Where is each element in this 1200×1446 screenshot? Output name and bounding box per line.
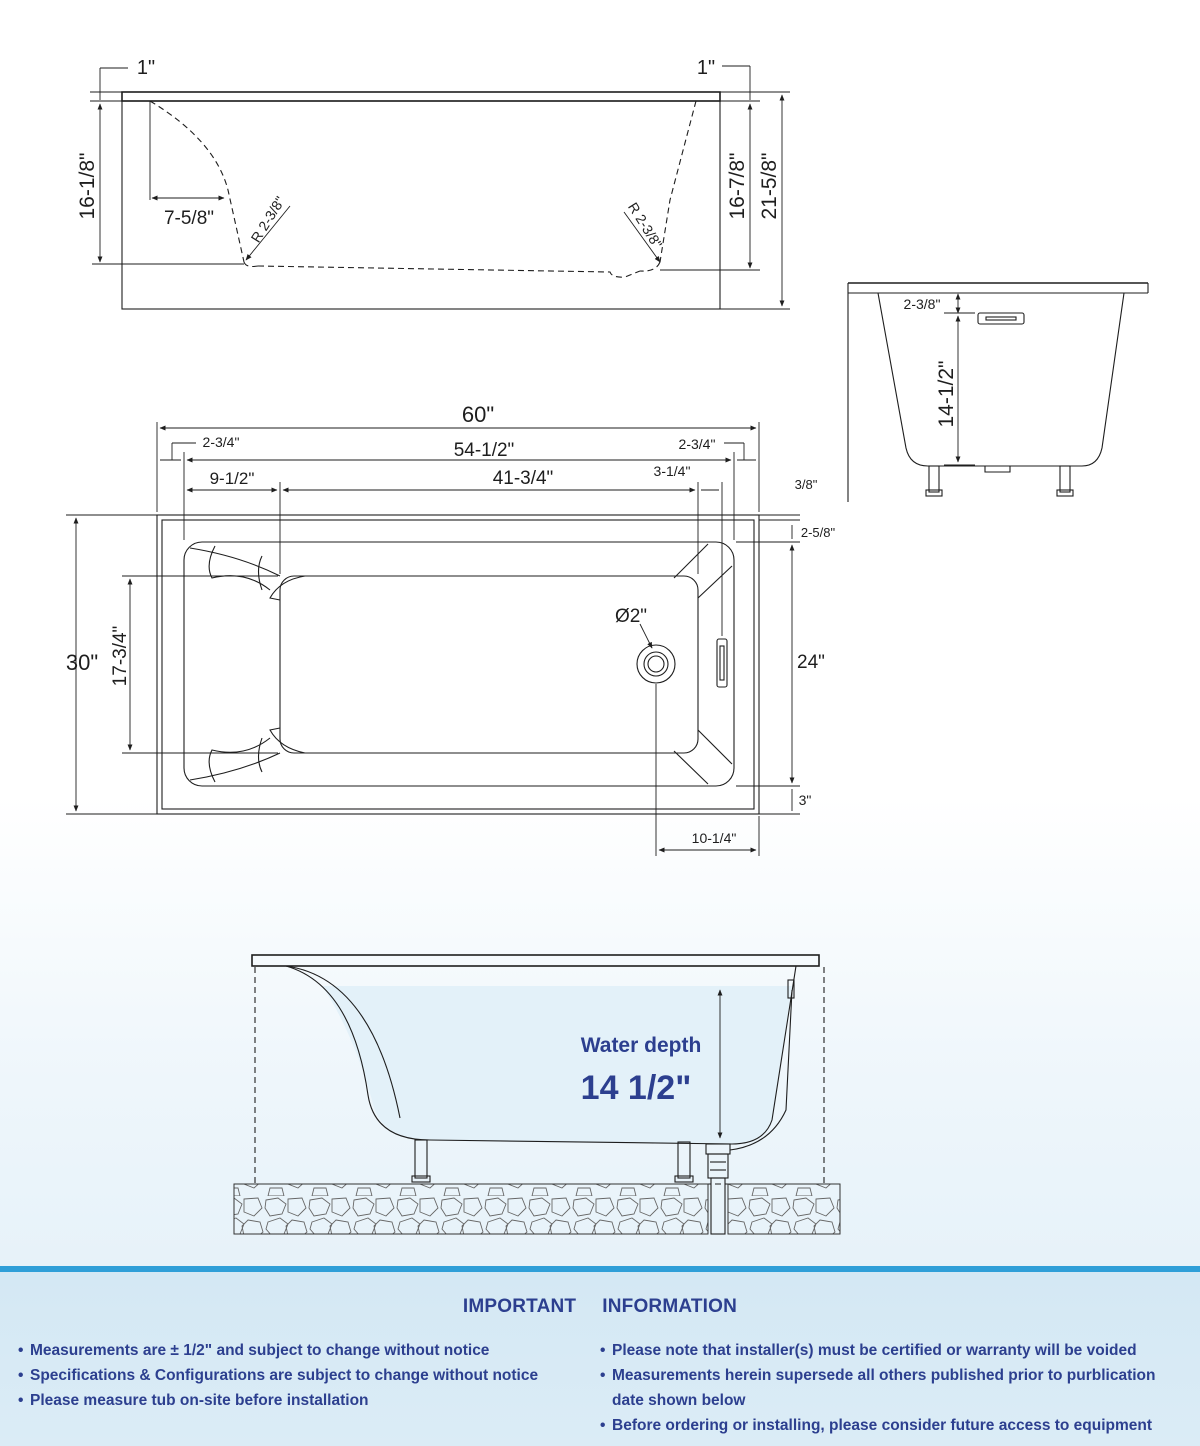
note-item: Before ordering or installing, please co… xyxy=(600,1413,1190,1438)
front-elevation: 1" 1" 16-1/8" 7-5/8" R 2-3/8" R 2-3/8" 1… xyxy=(76,57,790,310)
dim-floor-width: 17-3/4" xyxy=(110,626,131,687)
dim-drain-offset: 10-1/4" xyxy=(692,830,737,846)
dim-drain-diameter: Ø2" xyxy=(615,606,647,627)
dim-rim-top: 2-5/8" xyxy=(801,525,836,540)
dim-inner-offset: 7-5/8" xyxy=(164,208,214,229)
stone-floor-left xyxy=(233,1183,709,1235)
dim-right-rim: 2-3/4" xyxy=(679,436,716,452)
dim-inner-width: 24" xyxy=(797,652,825,673)
dim-backrest: 9-1/2" xyxy=(210,469,255,488)
dim-radius-left: R 2-3/8" xyxy=(247,194,288,246)
dim-right-inner: 16-7/8" xyxy=(726,153,749,220)
dim-floor: 41-3/4" xyxy=(493,468,554,489)
note-item: Please note that installer(s) must be ce… xyxy=(600,1338,1190,1363)
important-information-panel: IMPORTANT INFORMATION Measurements are ± … xyxy=(0,1266,1200,1446)
water-fill xyxy=(322,986,792,1144)
dim-radius-right: R 2-3/8" xyxy=(625,200,666,252)
footer-title-right: INFORMATION xyxy=(602,1296,738,1317)
dim-width: 30" xyxy=(66,650,98,675)
dim-top-left: 1" xyxy=(137,57,155,79)
water-depth-label: Water depth xyxy=(581,1034,702,1057)
note-item: Measurements herein supersede all others… xyxy=(600,1363,1190,1413)
note-item: Specifications & Configurations are subj… xyxy=(18,1363,588,1388)
dim-overflow-offset: 3-1/4" xyxy=(654,463,691,479)
notes-left: Measurements are ± 1/2" and subject to c… xyxy=(18,1338,588,1413)
water-depth-section: Water depth 14 1/2" xyxy=(233,954,841,1235)
dim-inner-length: 54-1/2" xyxy=(454,440,515,461)
footer-title-left: IMPORTANT xyxy=(462,1296,577,1317)
notes-right: Please note that installer(s) must be ce… xyxy=(600,1338,1190,1438)
dim-overflow: 2-3/8" xyxy=(904,296,941,312)
dim-total-length: 60" xyxy=(462,402,494,427)
technical-drawing: 1" 1" 16-1/8" 7-5/8" R 2-3/8" R 2-3/8" 1… xyxy=(66,57,1149,1235)
dim-left-rim: 2-3/4" xyxy=(203,434,240,450)
dim-depth: 14-1/2" xyxy=(935,361,958,428)
dim-left-height: 16-1/8" xyxy=(76,153,99,220)
water-depth-value: 14 1/2" xyxy=(581,1069,692,1107)
dim-right-total: 21-5/8" xyxy=(758,153,781,220)
footer-title: IMPORTANT INFORMATION xyxy=(0,1296,1200,1318)
dim-rim-edge: 3/8" xyxy=(795,477,818,492)
dim-rim-bottom: 3" xyxy=(799,792,812,808)
note-item: Measurements are ± 1/2" and subject to c… xyxy=(18,1338,588,1363)
side-section: 2-3/8" 14-1/2" xyxy=(847,282,1149,502)
plan-view: 60" 54-1/2" 2-3/4" 2-3/4" 9-1/2" 41-3/4"… xyxy=(66,402,836,856)
dim-top-right: 1" xyxy=(697,57,715,79)
stone-floor-right xyxy=(727,1183,841,1235)
note-item: Please measure tub on-site before instal… xyxy=(18,1388,588,1413)
